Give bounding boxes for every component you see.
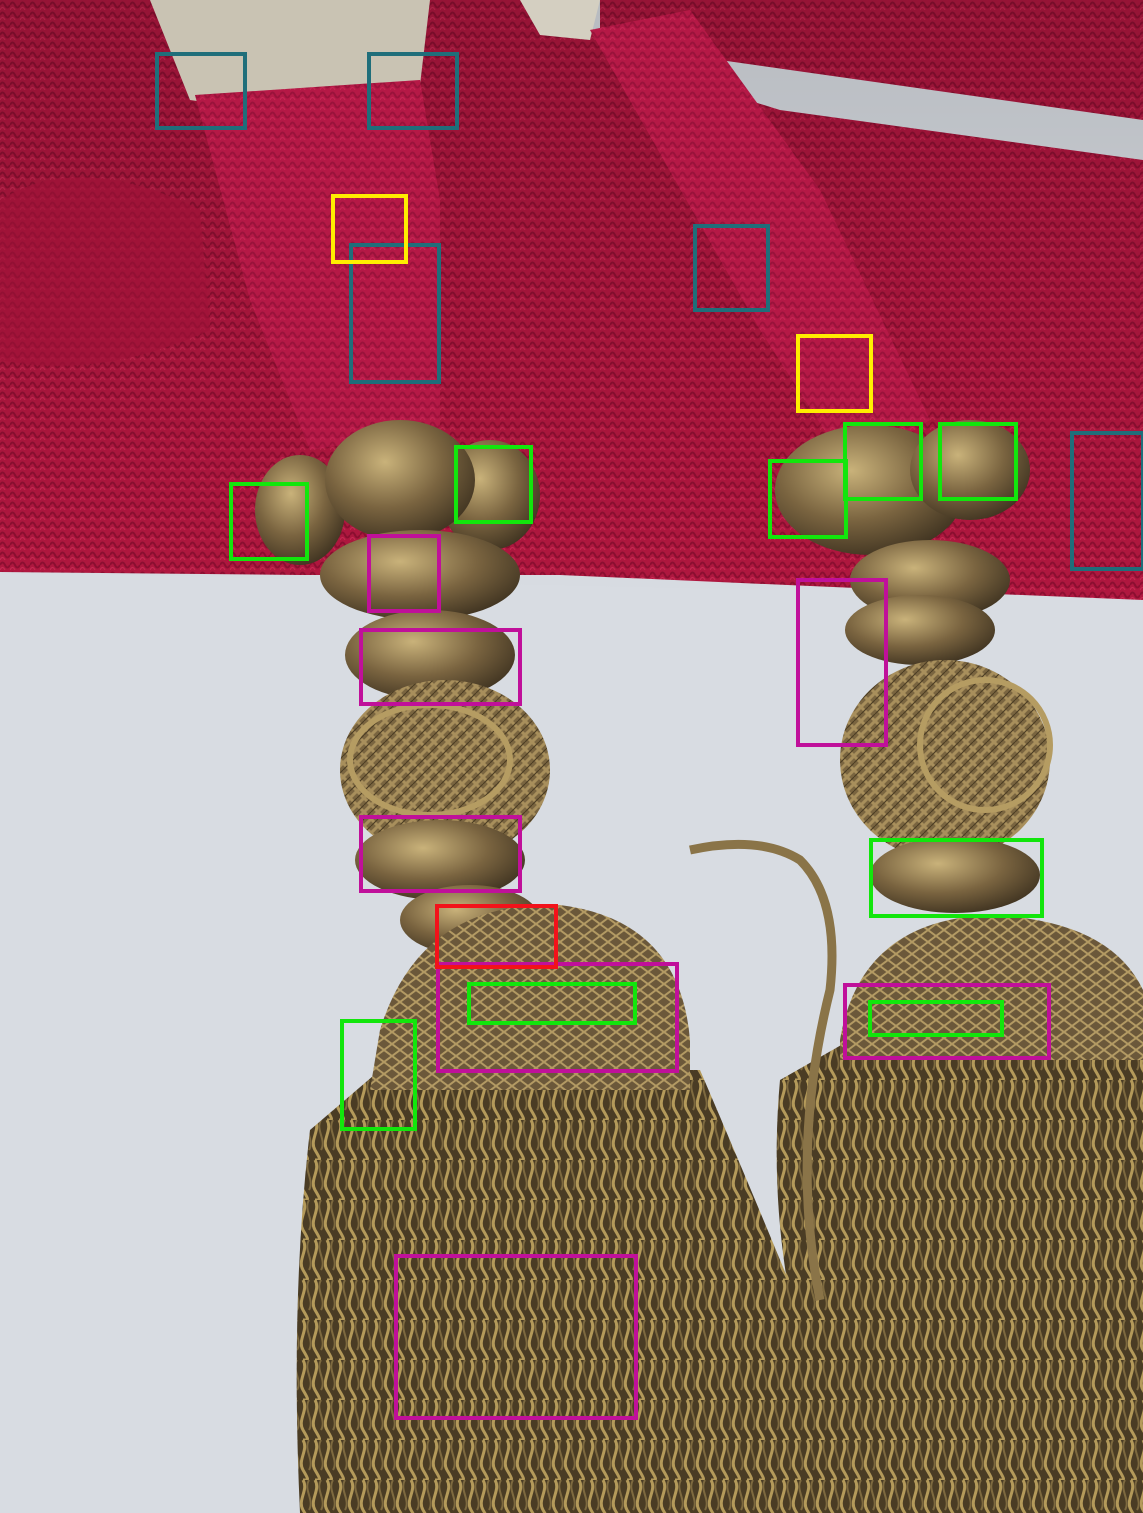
green-annotation-box <box>868 1000 1004 1037</box>
teal-annotation-box <box>367 52 459 130</box>
red-annotation-box <box>435 904 558 969</box>
green-annotation-box <box>229 482 309 561</box>
yellow-annotation-box <box>796 334 873 413</box>
green-annotation-box <box>467 982 637 1025</box>
teal-annotation-box <box>155 52 247 130</box>
teal-annotation-box <box>349 243 441 384</box>
magenta-annotation-box <box>359 815 522 893</box>
annotation-layer <box>155 52 1143 1420</box>
right-knit-cord <box>590 10 930 470</box>
right-tassel <box>689 420 1143 1513</box>
left-knit-cord <box>195 80 440 450</box>
green-annotation-box <box>340 1019 417 1131</box>
green-annotation-box <box>938 422 1018 501</box>
silver-brocade-right <box>520 0 600 40</box>
teal-annotation-box <box>693 224 770 312</box>
green-annotation-box <box>869 838 1044 918</box>
teal-annotation-box <box>1070 431 1143 571</box>
green-annotation-box <box>843 422 923 501</box>
magenta-annotation-box <box>367 534 441 613</box>
yellow-annotation-box <box>331 194 408 264</box>
magenta-annotation-box <box>394 1254 638 1420</box>
silver-brocade-left <box>150 0 430 110</box>
green-annotation-box <box>454 445 533 524</box>
magenta-annotation-box <box>796 578 888 747</box>
magenta-annotation-box <box>843 983 1051 1060</box>
magenta-annotation-box <box>359 628 522 706</box>
